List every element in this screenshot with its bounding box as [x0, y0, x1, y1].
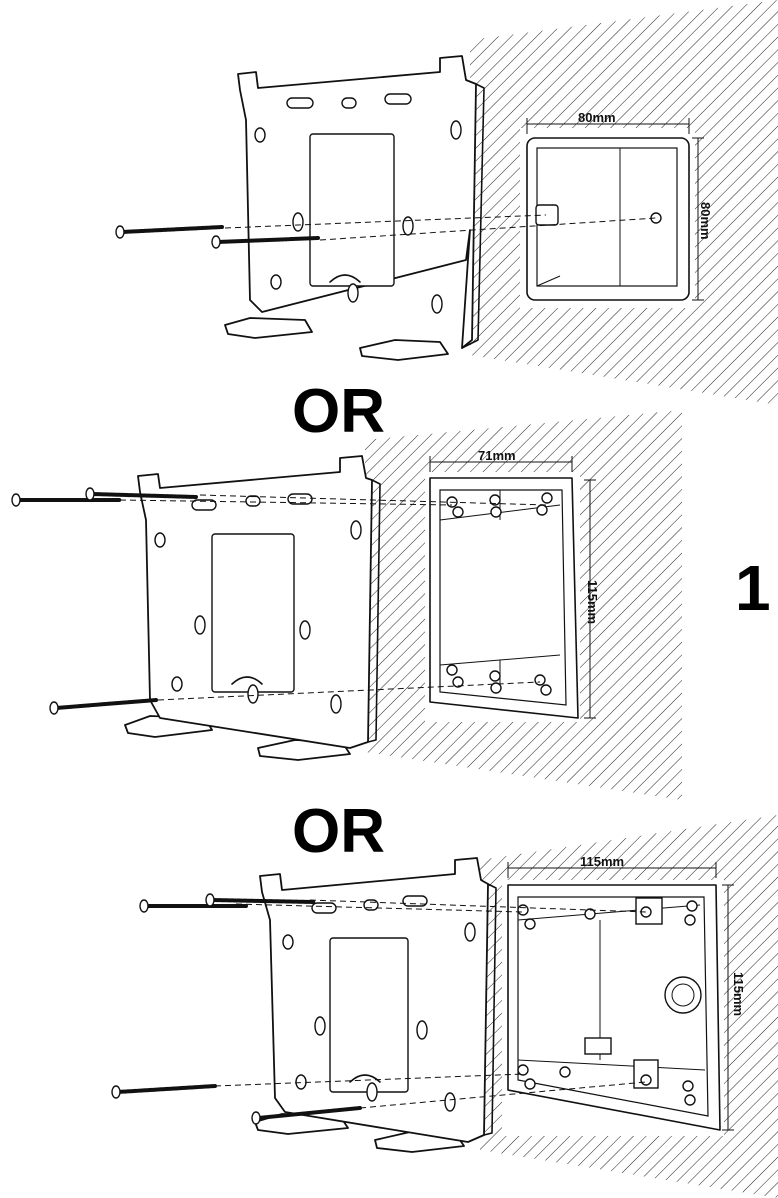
option-2-group: 71mm 115mm — [11, 410, 682, 800]
plate1-foot-left — [224, 317, 313, 339]
box3-height-label: 115mm — [731, 972, 746, 1016]
screws-set-2 — [11, 487, 198, 715]
option-1-group: 80mm 80mm — [115, 0, 778, 405]
box1-width-label: 80mm — [578, 110, 616, 125]
option-3-group: 115mm 115mm — [111, 815, 778, 1198]
wall-box-71x115 — [425, 456, 596, 722]
box3-width-label: 115mm — [580, 854, 624, 869]
mounting-plate-1 — [237, 55, 485, 349]
or-separator-2: OR — [292, 797, 385, 866]
step-number: 1 — [735, 552, 771, 624]
wall-box-80x80 — [520, 118, 704, 308]
mounting-plate-3 — [259, 857, 497, 1143]
mounting-plate-2 — [137, 455, 381, 749]
screws-set-3 — [111, 893, 362, 1125]
box1-height-label: 80mm — [698, 202, 713, 240]
screws-set-1 — [115, 225, 320, 249]
plate1-foot-right — [359, 339, 449, 361]
box2-height-label: 115mm — [585, 580, 600, 624]
or-separator-1: OR — [292, 377, 385, 446]
box2-width-label: 71mm — [478, 448, 516, 463]
wall-box-115x115 — [502, 862, 734, 1136]
